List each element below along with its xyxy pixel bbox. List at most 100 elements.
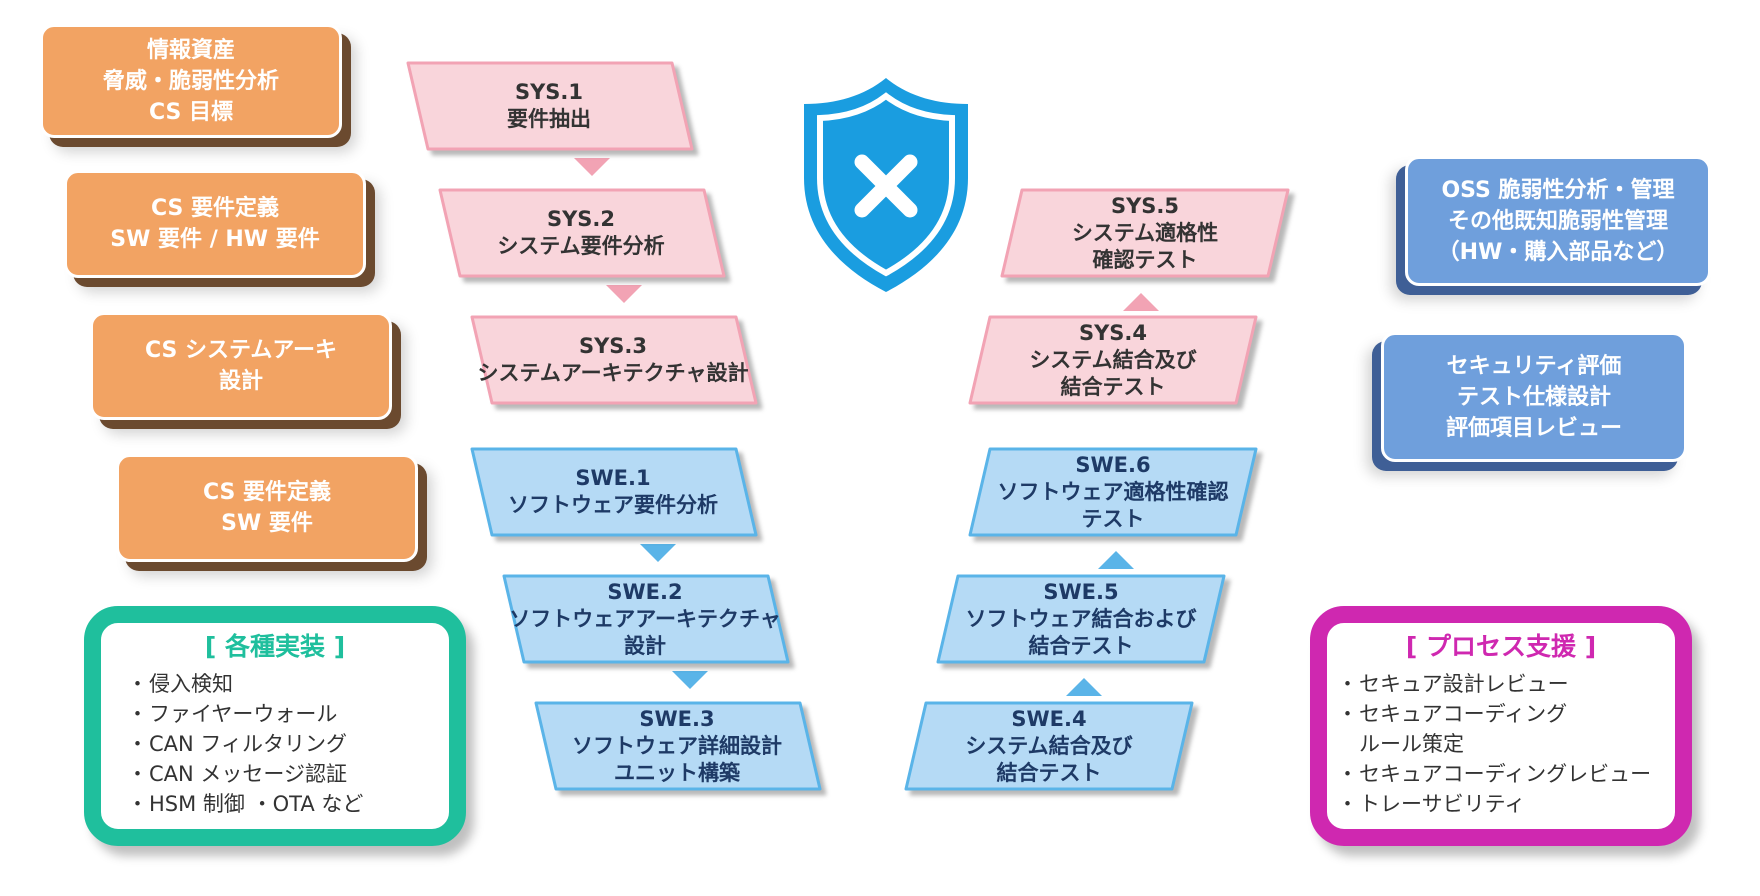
- arrow-swe5-swe6: [1098, 551, 1134, 569]
- left-box-4-line-2: SW 要件: [221, 511, 313, 536]
- process-support-item-text: トレーサビリティ: [1359, 792, 1526, 816]
- implementation-item-text: 侵入検知: [149, 672, 233, 696]
- left-box-1-line-2: 脅威・脆弱性分析: [102, 68, 279, 94]
- bullet: ・: [1337, 762, 1358, 786]
- swe3-line-1: ソフトウェア詳細設計: [572, 733, 782, 758]
- sys5-line-2: 確認テスト: [1092, 247, 1198, 272]
- sys3-shape: [470, 315, 758, 405]
- process-sys2: SYS.2 システム要件分析: [436, 187, 726, 279]
- process-support-item-continued: ルール策定: [1337, 729, 1675, 759]
- process-sys3: SYS.3 システムアーキテクチャ設計: [468, 314, 758, 406]
- right-box-2: セキュリティ評価 テスト仕様設計 評価項目レビュー: [1381, 332, 1687, 462]
- implementation-item: ・侵入検知: [127, 669, 449, 699]
- implementation-item: ・CAN メッセージ認証: [127, 759, 449, 789]
- process-support-item-text: セキュアコーディングレビュー: [1359, 762, 1652, 786]
- sys5-id: SYS.5: [1110, 193, 1180, 218]
- process-support-item: ・トレーサビリティ: [1337, 789, 1675, 819]
- sys4-id: SYS.4: [1078, 320, 1148, 345]
- process-support-title: [ プロセス支援 ]: [1405, 632, 1597, 661]
- left-box-2-line-1: CS 要件定義: [150, 196, 280, 221]
- bullet: ・: [127, 702, 148, 726]
- process-support-item-text: セキュア設計レビュー: [1359, 672, 1569, 696]
- process-swe5: SWE.5 ソフトウェア結合および 結合テスト: [936, 573, 1226, 665]
- swe5-id: SWE.5: [1043, 579, 1119, 604]
- implementation-panel: [ 各種実装 ] ・侵入検知 ・ファイヤーウォール ・CAN フィルタリング ・…: [84, 606, 466, 846]
- swe5-line-2: 結合テスト: [1028, 633, 1134, 658]
- right-box-1-line-2: その他既知脆弱性管理: [1447, 208, 1668, 234]
- left-box-1-line-3: CS 目標: [148, 99, 234, 125]
- implementation-item-text: HSM 制御 ・OTA など: [149, 792, 364, 816]
- right-box-1-line-3: （HW・購入部品など）: [1437, 239, 1679, 265]
- process-support-list: ・セキュア設計レビュー ・セキュアコーディング ルール策定 ・セキュアコーディン…: [1327, 669, 1675, 819]
- process-support-item: ・セキュアコーディングレビュー: [1337, 759, 1675, 789]
- left-box-3-line-2: 設計: [218, 369, 263, 394]
- sys5-line-1: システム適格性: [1071, 220, 1219, 245]
- swe2-id: SWE.2: [607, 579, 683, 604]
- arrow-swe2-swe3: [672, 671, 708, 689]
- right-box-1-line-1: OSS 脆弱性分析・管理: [1441, 177, 1675, 203]
- process-swe2: SWE.2 ソフトウェアアーキテクチャ 設計: [500, 573, 790, 665]
- process-swe1: SWE.1 ソフトウェア要件分析: [468, 446, 758, 538]
- arrow-sys1-sys2: [574, 158, 610, 176]
- bullet: ・: [127, 732, 148, 756]
- process-support-item-text: セキュアコーディング: [1359, 702, 1568, 726]
- swe6-line-2: テスト: [1081, 506, 1145, 531]
- left-box-1: 情報資産 脅威・脆弱性分析 CS 目標: [40, 24, 342, 138]
- sys3-id: SYS.3: [578, 334, 648, 358]
- swe2-line-2: 設計: [624, 633, 666, 658]
- process-support-item: ・セキュア設計レビュー: [1337, 669, 1675, 699]
- implementation-title: [ 各種実装 ]: [204, 632, 346, 661]
- implementation-item-text: CAN メッセージ認証: [149, 762, 347, 786]
- bullet: ・: [1337, 702, 1358, 726]
- process-support-item-text: ルール策定: [1359, 732, 1464, 756]
- sys2-line-1: システム要件分析: [497, 234, 665, 258]
- bullet: ・: [1337, 792, 1358, 816]
- swe6-line-1: ソフトウェア適格性確認: [997, 479, 1229, 504]
- shield-x-icon: [804, 78, 968, 292]
- sys5-shape: [1000, 188, 1290, 278]
- arrow-sys2-sys3: [606, 285, 642, 303]
- bullet: ・: [127, 672, 148, 696]
- swe2-shape: [502, 574, 790, 664]
- sys4-line-1: システム結合及び: [1029, 347, 1197, 372]
- left-box-2-line-2: SW 要件 / HW 要件: [110, 227, 320, 252]
- swe5-shape: [936, 574, 1226, 664]
- process-sys4: SYS.4 システム結合及び 結合テスト: [968, 314, 1258, 406]
- swe1-id: SWE.1: [575, 466, 651, 490]
- process-sys5: SYS.5 システム適格性 確認テスト: [1000, 187, 1290, 279]
- swe1-line-1: ソフトウェア要件分析: [508, 493, 718, 517]
- sys1-shape: [406, 61, 694, 151]
- right-box-2-line-2: テスト仕様設計: [1456, 384, 1611, 410]
- implementation-list: ・侵入検知 ・ファイヤーウォール ・CAN フィルタリング ・CAN メッセージ…: [101, 669, 449, 819]
- implementation-item-text: CAN フィルタリング: [149, 732, 347, 756]
- right-box-2-line-3: 評価項目レビュー: [1445, 415, 1622, 441]
- bullet: ・: [127, 792, 148, 816]
- implementation-item: ・ファイヤーウォール: [127, 699, 449, 729]
- process-swe3: SWE.3 ソフトウェア詳細設計 ユニット構築: [532, 700, 822, 792]
- implementation-item-text: ファイヤーウォール: [149, 702, 338, 726]
- implementation-item: ・CAN フィルタリング: [127, 729, 449, 759]
- swe4-shape: [904, 701, 1194, 791]
- process-support-panel: [ プロセス支援 ] ・セキュア設計レビュー ・セキュアコーディング ルール策定…: [1310, 606, 1692, 846]
- sys4-line-2: 結合テスト: [1060, 374, 1166, 399]
- swe6-id: SWE.6: [1075, 452, 1151, 477]
- process-swe4: SWE.4 システム結合及び 結合テスト: [904, 700, 1194, 792]
- bullet: ・: [127, 762, 148, 786]
- swe4-line-1: システム結合及び: [965, 733, 1133, 758]
- swe6-shape: [968, 447, 1258, 537]
- swe1-shape: [470, 447, 758, 537]
- arrow-sys4-sys5: [1123, 293, 1159, 311]
- left-box-2: CS 要件定義 SW 要件 / HW 要件: [64, 170, 366, 278]
- process-support-item: ・セキュアコーディング: [1337, 699, 1675, 729]
- left-box-3-line-1: CS システムアーキ: [144, 338, 338, 363]
- swe3-id: SWE.3: [639, 706, 715, 731]
- arrow-swe4-swe5: [1066, 678, 1102, 696]
- right-box-1: OSS 脆弱性分析・管理 その他既知脆弱性管理 （HW・購入部品など）: [1405, 156, 1711, 286]
- process-swe6: SWE.6 ソフトウェア適格性確認 テスト: [968, 446, 1258, 538]
- sys3-line-1: システムアーキテクチャ設計: [477, 361, 749, 385]
- left-box-4-line-1: CS 要件定義: [202, 480, 332, 505]
- bullet: ・: [1337, 672, 1358, 696]
- left-box-3: CS システムアーキ 設計: [90, 312, 392, 420]
- sys4-shape: [968, 315, 1258, 405]
- swe2-line-1: ソフトウェアアーキテクチャ: [509, 606, 781, 631]
